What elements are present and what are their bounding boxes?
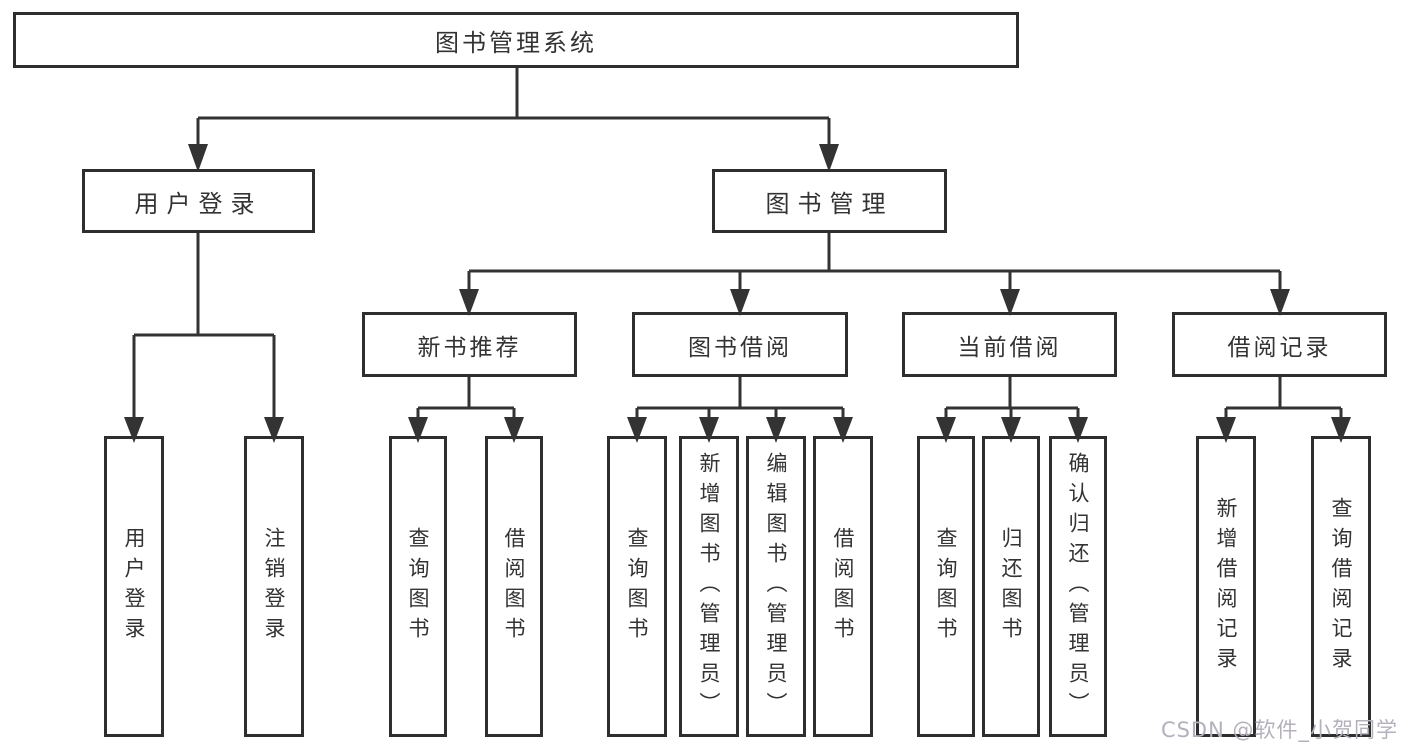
leaf-borrow-book-recommend: 借阅图书 [485, 436, 543, 737]
leaf-query-book-recommend: 查询图书 [389, 436, 447, 737]
connector-book-management-branch [467, 233, 1282, 295]
connector-current-borrow-split [944, 377, 1080, 423]
node-borrowing-records: 借阅记录 [1172, 312, 1387, 377]
leaf-borrow-book-borrowing: 借阅图书 [813, 436, 873, 737]
connector-root-to-level2 [196, 68, 831, 150]
node-book-management: 图书管理 [712, 169, 947, 233]
connector-user-login-branch [132, 233, 276, 423]
node-user-login-branch: 用户登录 [82, 169, 315, 233]
node-book-borrowing: 图书借阅 [632, 312, 848, 377]
arrowhead-book-management [819, 144, 839, 172]
leaf-query-book-current: 查询图书 [917, 436, 975, 737]
node-current-borrowing: 当前借阅 [902, 312, 1117, 377]
connector-book-borrow-split [635, 377, 845, 423]
leaf-query-borrow-record: 查询借阅记录 [1311, 436, 1371, 737]
leaf-add-borrow-record: 新增借阅记录 [1196, 436, 1256, 737]
watermark-text: CSDN @软件_小贺同学 [1160, 718, 1398, 742]
leaf-confirm-return-admin: 确认归还（管理员） [1049, 436, 1107, 737]
connector-new-book-split [416, 377, 516, 423]
leaf-return-book: 归还图书 [982, 436, 1040, 737]
node-library-system: 图书管理系统 [13, 12, 1019, 68]
arrowhead-user-login [188, 144, 208, 172]
connector-borrow-record-split [1224, 377, 1343, 423]
node-new-book-recommend: 新书推荐 [362, 312, 577, 377]
leaf-logout: 注销登录 [244, 436, 304, 737]
leaf-add-book-admin: 新增图书（管理员） [679, 436, 739, 737]
leaf-query-book-borrowing: 查询图书 [607, 436, 667, 737]
leaf-user-login: 用户登录 [104, 436, 164, 737]
leaf-edit-book-admin: 编辑图书（管理员） [746, 436, 806, 737]
